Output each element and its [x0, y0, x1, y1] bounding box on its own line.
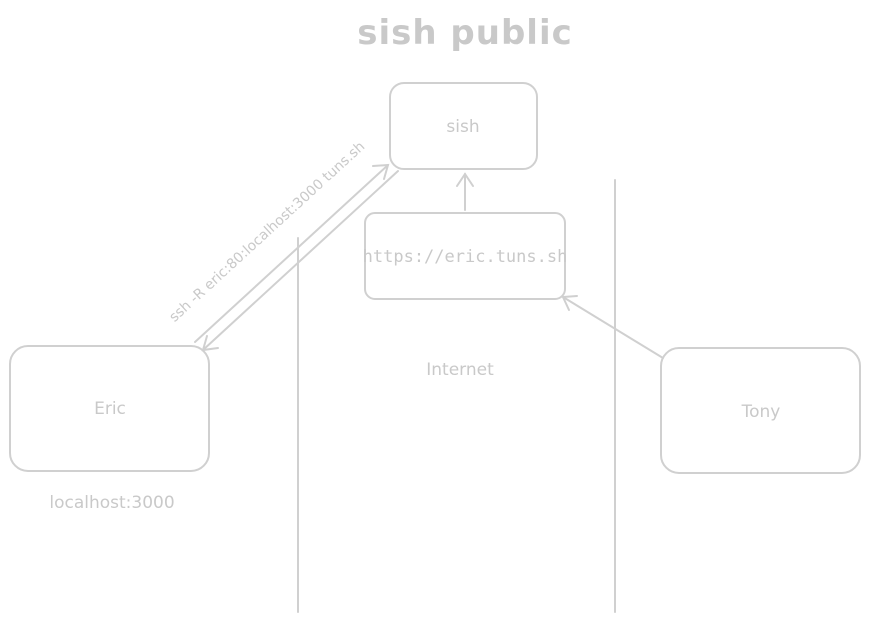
tony-box	[660, 347, 861, 474]
sish-box	[389, 82, 538, 170]
eric-to-sish-arrow	[194, 163, 390, 343]
url-label: https://eric.tuns.sh	[363, 247, 568, 267]
eric-label: Eric	[94, 399, 126, 419]
diagram-title: sish public	[357, 13, 573, 53]
url-to-sish-arrow	[456, 172, 474, 211]
internet-label: Internet	[426, 360, 494, 380]
eric-node: Eric	[9, 345, 210, 472]
url-box	[364, 212, 566, 300]
localhost-label: localhost:3000	[49, 493, 174, 513]
eric-box	[9, 345, 210, 472]
ssh-command-label: ssh -R eric:80:localhost:3000 tuns.sh	[166, 139, 368, 326]
sish-label: sish	[446, 117, 479, 137]
sish-to-eric-arrow	[201, 170, 399, 352]
tony-node: Tony	[660, 347, 861, 474]
sish-node: sish	[389, 82, 538, 170]
tony-label: Tony	[741, 402, 781, 422]
tony-to-url-arrow	[561, 295, 664, 359]
url-node: https://eric.tuns.sh	[363, 212, 568, 300]
